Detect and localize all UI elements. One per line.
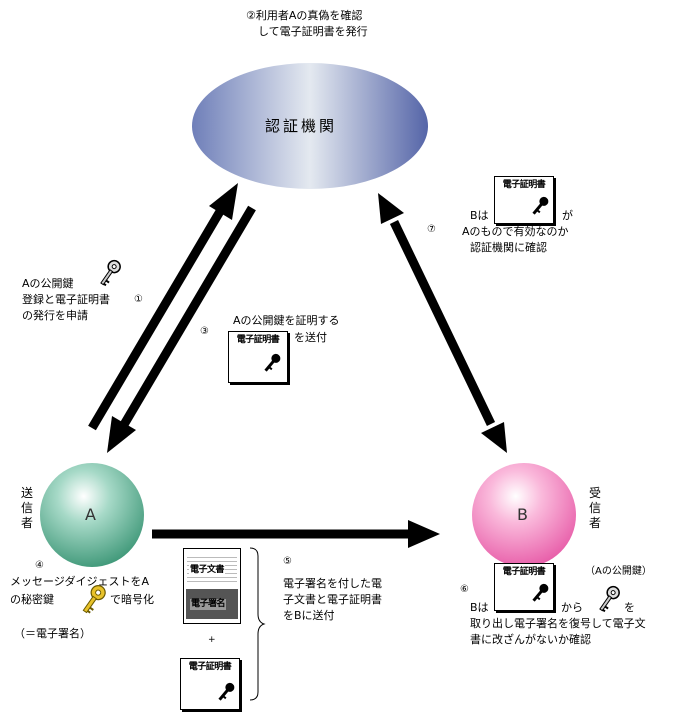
step7-number: ⑦: [427, 224, 436, 235]
public-key-icon: [599, 585, 620, 613]
certificate-label: 電子証明書: [502, 567, 546, 577]
node-b-label: B: [517, 505, 528, 524]
step5-number: ⑤: [283, 556, 292, 567]
arrow-send-document: [152, 520, 440, 548]
step5-line1: 電子署名を付した電: [283, 577, 382, 590]
step6-wo: を: [624, 601, 635, 614]
top-note-line1: ②利用者Aの真偽を確認: [246, 9, 363, 22]
receiver-label: 受信者: [588, 486, 601, 530]
step1-line3: の発行を申請: [22, 309, 88, 322]
step7-line2: 認証機関に確認: [470, 241, 547, 254]
top-note-line2: して電子証明書を発行: [258, 25, 368, 38]
step7-b-prefix: Bは: [470, 209, 489, 222]
bundle-bracket: [249, 547, 266, 701]
node-a-sphere: [40, 463, 144, 567]
step6-kara: から: [561, 601, 583, 614]
arrow-verify-certificate: [378, 193, 507, 453]
certificate-step3: 電子証明書: [228, 331, 288, 383]
step6-number: ⑥: [460, 584, 469, 595]
step4-number: ④: [35, 560, 44, 571]
public-key-label: （Aの公開鍵）: [585, 566, 652, 577]
step4-line1: メッセージダイジェストをA: [10, 575, 150, 588]
arrow-send-certificate: [107, 205, 256, 453]
plus-sign: +: [208, 635, 216, 645]
authority-label: 認証機関: [265, 117, 338, 135]
step3-line1: Aの公開鍵を証明する: [233, 314, 340, 327]
step7-line1: Aのもので有効なのか: [462, 225, 569, 238]
step5-line3: をBに送付: [283, 609, 335, 622]
step4-line3: （＝電子署名）: [14, 627, 91, 640]
certificate-label: 電子証明書: [188, 662, 232, 672]
certificate-label: 電子証明書: [502, 180, 546, 190]
key-icon: [218, 682, 235, 701]
sender-label: 送信者: [20, 486, 33, 530]
signature-label: 電子署名: [190, 599, 227, 610]
certificate-step6: 電子証明書: [494, 563, 554, 611]
document-label: 電子文書: [189, 565, 226, 576]
key-icon: [100, 259, 121, 287]
private-key-icon: [82, 585, 106, 614]
step7-ga: が: [562, 209, 573, 222]
step5-line2: 子文書と電子証明書: [283, 593, 382, 606]
key-icon: [532, 196, 549, 215]
signed-document-bundle: 電子文書 電子署名: [183, 548, 241, 624]
certificate-step5: 電子証明書: [180, 658, 240, 710]
certificate-step7: 電子証明書: [494, 176, 554, 224]
step1-line1: Aの公開鍵: [22, 277, 74, 290]
step6-b-prefix: Bは: [470, 601, 489, 614]
step6-line2: 書に改ざんがないか確認: [470, 633, 591, 646]
step4-line2a: の秘密鍵: [10, 593, 54, 606]
step1-number: ①: [134, 294, 143, 305]
step4-line2b: で暗号化: [110, 593, 154, 606]
arrow-register-request: [88, 183, 238, 431]
step3-number: ③: [200, 326, 209, 337]
node-a-label: A: [85, 505, 96, 524]
authority-ellipse: [192, 63, 428, 189]
certificate-label: 電子証明書: [236, 335, 280, 345]
key-icon: [264, 353, 281, 372]
step1-line2: 登録と電子証明書: [22, 293, 110, 306]
key-icon: [532, 583, 549, 602]
node-b-sphere: [472, 463, 576, 567]
step6-line1: 取り出し電子署名を復号して電子文: [470, 617, 646, 630]
step3-line2: を送付: [294, 331, 327, 344]
